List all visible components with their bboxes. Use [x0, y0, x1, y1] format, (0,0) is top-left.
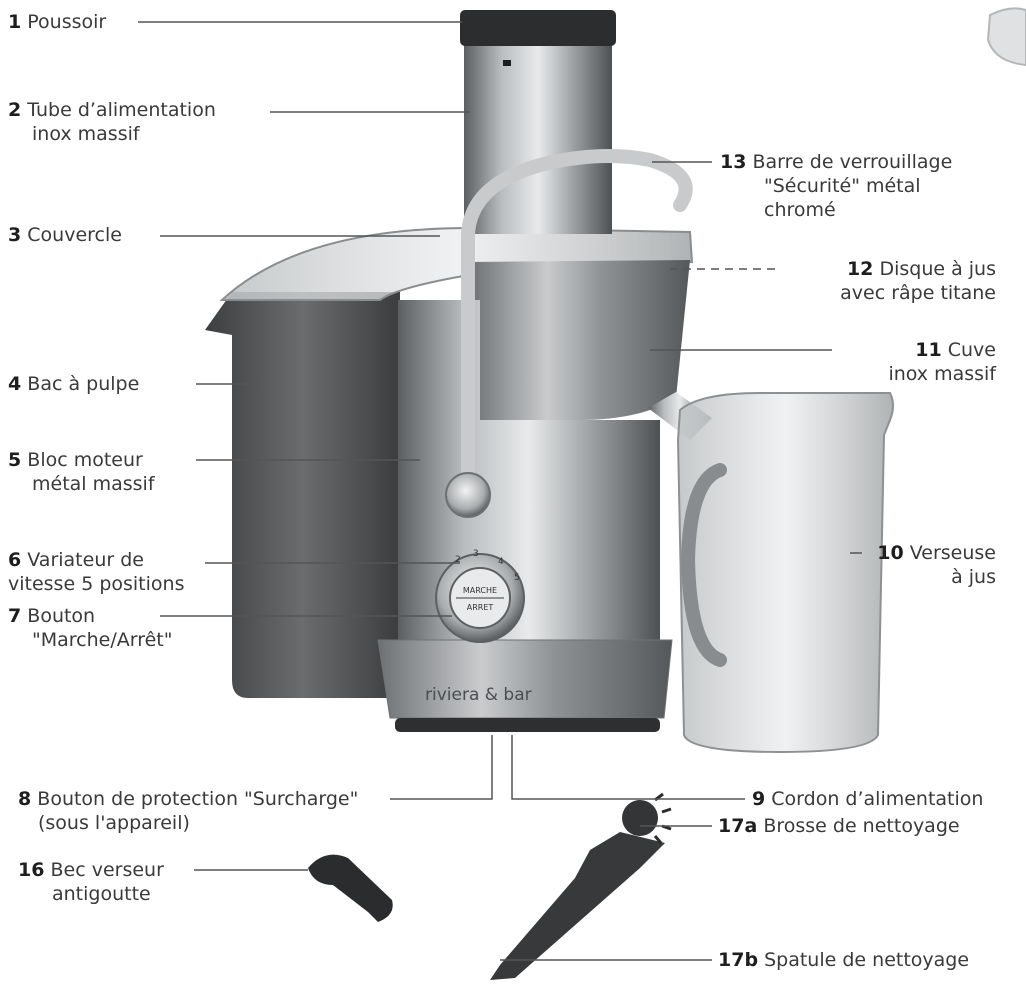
callout-9: 9 Cordon d’alimentation — [752, 788, 984, 810]
bowl — [470, 260, 690, 420]
dial-number: 5 — [514, 573, 520, 583]
callout-17a: 17a Brosse de nettoyage — [718, 815, 960, 837]
juice-jug — [676, 392, 894, 754]
callout-3: 3 Couvercle — [8, 224, 122, 246]
dial-number: 3 — [473, 549, 479, 559]
callout-4: 4 Bac à pulpe — [8, 373, 140, 395]
knob-on-label: MARCHE — [463, 586, 497, 595]
dial-number: 2 — [455, 555, 461, 565]
leader-9 — [511, 735, 745, 800]
callout-8: 8 Bouton de protection "Surcharge"(sous … — [18, 788, 359, 834]
pusher-cap — [460, 10, 616, 46]
pulp-bin — [205, 292, 400, 698]
feed-tube — [464, 38, 612, 234]
knob-off-label: ARRET — [467, 603, 494, 612]
anti-drip-spout — [308, 854, 393, 922]
callout-7: 7 Bouton"Marche/Arrêt" — [8, 605, 173, 651]
brand-logo: riviera & bar — [425, 685, 532, 705]
dial-number: 4 — [498, 557, 504, 567]
callout-1: 1 Poussoir — [8, 11, 107, 33]
locking-arm — [461, 149, 693, 477]
leader-8 — [390, 735, 493, 800]
callout-17b: 17b Spatule de nettoyage — [718, 949, 970, 971]
callout-13: 13 Barre de verrouillage"Sécurité" métal… — [720, 151, 953, 221]
cleaning-brush — [622, 800, 658, 836]
base-plinth — [377, 639, 673, 719]
